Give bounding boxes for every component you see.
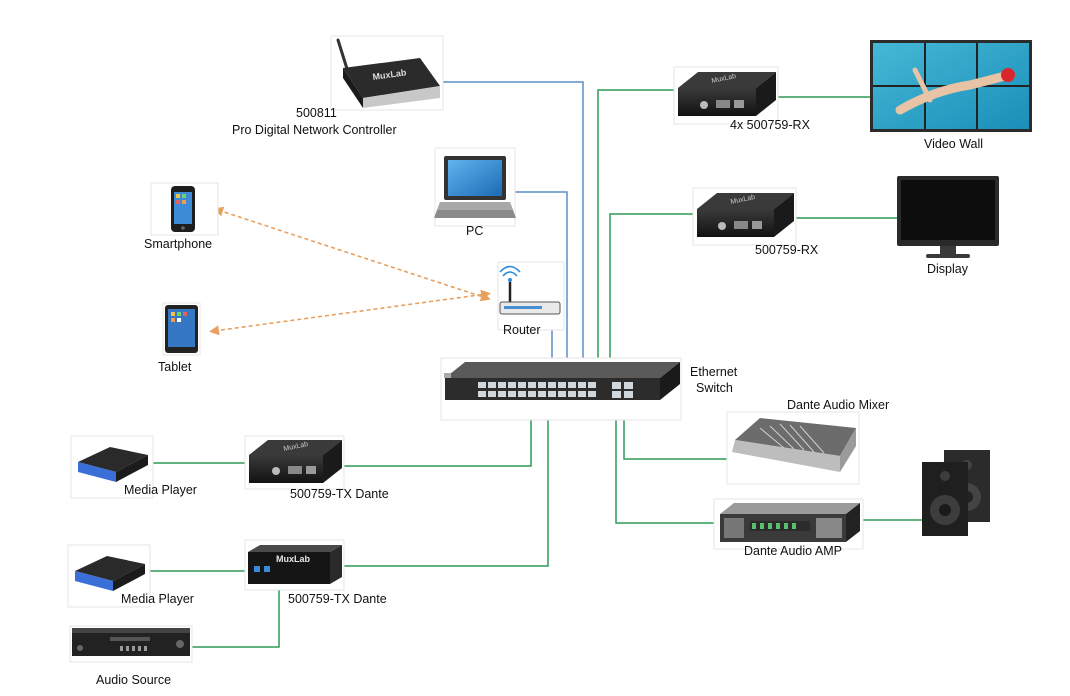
router-label: Router [503,323,541,337]
video-wall-device [870,40,1032,132]
switch-device [440,357,682,421]
pc-label: PC [466,224,484,238]
wireless-links [209,206,491,336]
controller-brand-logo: MuxLab [372,67,408,82]
smartphone-device [150,182,219,236]
video-wall-label: Video Wall [924,137,984,151]
mixer-device [726,411,860,485]
av-links [148,89,922,648]
media-player-1-label: Media Player [124,483,197,497]
link-pc-switch [515,191,568,375]
link-switch-rx-wall [597,89,674,375]
wireless-tablet [209,289,491,336]
pc-device [434,147,516,227]
media-player-2-device [67,544,151,608]
media-player-2-label: Media Player [121,592,194,606]
audio-source-label: Audio Source [96,673,172,687]
smartphone-label: Smartphone [144,237,213,251]
router-device [497,261,565,331]
rx-wall-device: MuxLab [673,66,779,125]
tx-dante-2-device: MuxLab [244,539,345,591]
rx-wall-label: 4x 500759-RX [730,118,810,132]
tx-dante-1-device: MuxLab [244,435,345,490]
switch-label-line1: Ethernet [690,365,738,379]
switch-ports [478,382,633,398]
link-tx2-switch [343,395,549,567]
display-device [897,176,999,258]
controller-device: MuxLab [330,35,444,111]
tx-dante-2-label: 500759-TX Dante [288,592,387,606]
tablet-device [162,302,201,356]
amp-label: Dante Audio AMP [744,544,842,558]
rx-display-device: MuxLab [692,187,797,246]
display-label: Display [927,262,968,276]
media-player-1-device [70,435,154,499]
link-switch-amp [615,395,714,524]
tablet-label: Tablet [158,360,192,374]
audio-source-device [69,625,193,663]
amp-device [713,498,864,550]
switch-label-line2: Switch [696,381,733,395]
wireless-smartphone [213,206,491,302]
tx-dante-1-label: 500759-TX Dante [290,487,389,501]
link-controller-switch [440,81,584,375]
link-switch-rx-display [609,213,693,375]
mixer-label: Dante Audio Mixer [787,398,890,412]
link-audio-tx2 [190,589,280,648]
speakers-device [922,450,990,536]
controller-model-label: 500811 [296,106,337,120]
rx-display-label: 500759-RX [755,243,819,257]
tx-dante-2-brand-logo: MuxLab [276,554,311,564]
controller-name-label: Pro Digital Network Controller [232,123,397,137]
